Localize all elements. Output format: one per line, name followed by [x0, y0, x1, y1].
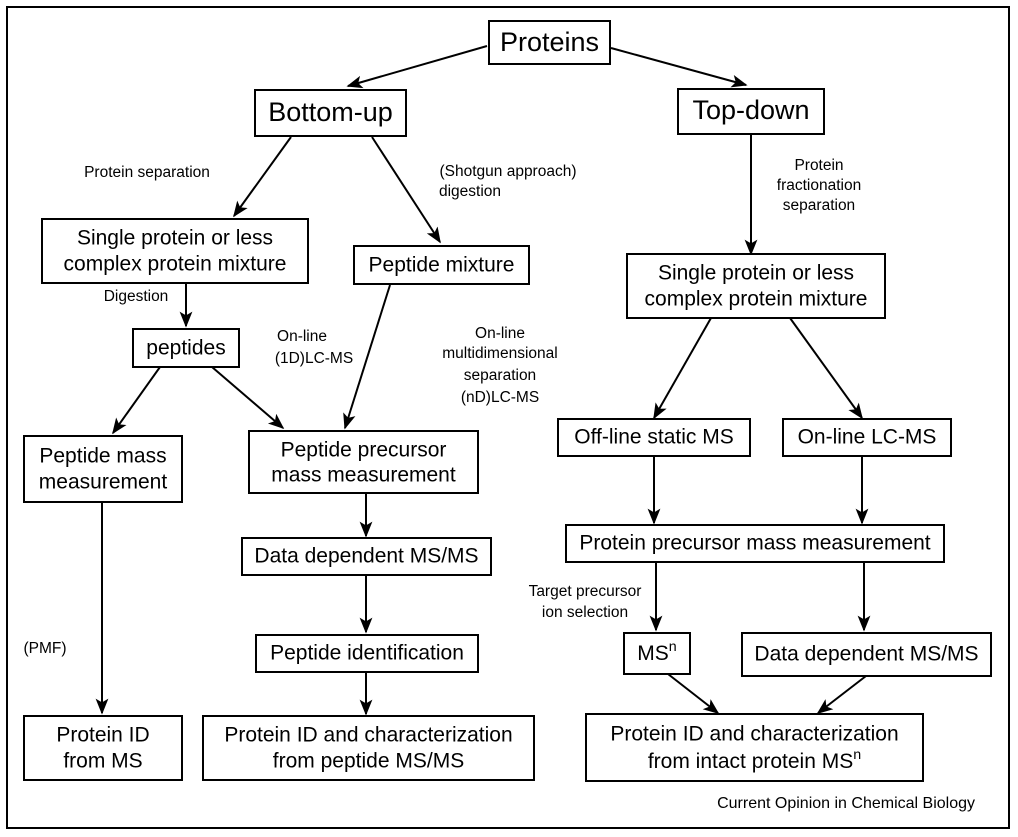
edge-label-pmf: (PMF): [23, 640, 66, 657]
node-single-protein-right-line1: Single protein or less: [658, 262, 854, 285]
edge-peptides-to-peptide-precursor: [211, 366, 285, 430]
figure-source-caption: Current Opinion in Chemical Biology: [717, 795, 975, 812]
node-peptide-mixture-label: Peptide mixture: [369, 254, 515, 277]
edge-label-fractionation-line2: fractionation: [777, 177, 861, 194]
edge-label-online-1d-line1: On-line: [277, 328, 327, 345]
edge-label-shotgun-line2: digestion: [439, 183, 501, 200]
edge-label-online-nd-line3: separation: [464, 367, 536, 384]
node-protein-id-intact-line1: Protein ID and characterization: [610, 723, 898, 746]
node-protein-precursor-label: Protein precursor mass measurement: [579, 532, 930, 555]
node-online-lcms-label: On-line LC-MS: [798, 426, 937, 449]
edge-msn-to-protein-id-intact: [667, 673, 720, 714]
node-peptide-mass-measurement[interactable]: Peptide mass measurement: [23, 435, 183, 503]
edge-single-protein-right-to-offline: [653, 317, 712, 420]
node-protein-id-from-ms-line1: Protein ID: [56, 724, 149, 747]
edge-peptides-to-peptide-mass: [112, 366, 161, 435]
edge-label-fractionation-line3: separation: [783, 197, 855, 214]
node-msn-superscript: n: [669, 639, 677, 655]
node-data-dependent-right[interactable]: Data dependent MS/MS: [741, 632, 992, 677]
node-data-dependent-right-label: Data dependent MS/MS: [754, 643, 978, 666]
node-protein-id-intact-line2-base: from intact protein MS: [648, 750, 853, 773]
edge-data-dependent-right-to-protein-id-intact: [816, 675, 867, 714]
edge-label-online-nd-line4: (nD)LC-MS: [461, 389, 539, 406]
node-peptide-identification-label: Peptide identification: [270, 642, 464, 665]
node-peptide-precursor-line1: Peptide precursor: [281, 439, 447, 462]
node-proteins[interactable]: Proteins: [488, 20, 611, 65]
node-peptide-mass-line1: Peptide mass: [39, 445, 166, 468]
figure-border: [6, 6, 1010, 829]
node-offline-static-ms[interactable]: Off-line static MS: [557, 418, 751, 457]
node-proteins-label: Proteins: [500, 27, 599, 57]
node-single-protein-left-line2: complex protein mixture: [64, 253, 287, 276]
node-offline-static-ms-label: Off-line static MS: [574, 426, 734, 449]
node-protein-id-peptide-line2: from peptide MS/MS: [273, 750, 464, 773]
node-single-protein-right-line2: complex protein mixture: [645, 288, 868, 311]
edge-label-online-1d-line2: (1D)LC-MS: [275, 350, 353, 367]
node-peptide-mass-line2: measurement: [39, 471, 168, 494]
node-bottom-up-label: Bottom-up: [268, 97, 393, 127]
edge-peptide-mixture-to-peptide-precursor: [343, 284, 391, 430]
node-peptide-mixture[interactable]: Peptide mixture: [353, 245, 530, 285]
node-msn[interactable]: MSn: [623, 632, 691, 675]
edge-label-target-precursor-line2: ion selection: [542, 604, 628, 621]
node-top-down-label: Top-down: [692, 95, 809, 125]
node-protein-id-peptide-line1: Protein ID and characterization: [224, 724, 512, 747]
node-peptide-precursor-mass[interactable]: Peptide precursor mass measurement: [248, 430, 479, 494]
edge-label-target-precursor-line1: Target precursor: [529, 583, 642, 600]
node-protein-id-peptide[interactable]: Protein ID and characterization from pep…: [202, 715, 535, 781]
node-protein-precursor-mass[interactable]: Protein precursor mass measurement: [565, 524, 945, 563]
edge-label-online-nd-line1: On-line: [475, 325, 525, 342]
node-single-protein-left[interactable]: Single protein or less complex protein m…: [41, 218, 309, 284]
node-msn-base: MS: [637, 642, 669, 665]
node-protein-id-intact-superscript: n: [853, 747, 861, 763]
node-single-protein-left-line1: Single protein or less: [77, 227, 273, 250]
node-protein-id-intact[interactable]: Protein ID and characterization from int…: [585, 713, 924, 782]
node-online-lcms[interactable]: On-line LC-MS: [782, 418, 952, 457]
node-top-down[interactable]: Top-down: [677, 88, 825, 135]
edge-proteins-to-bottom-up: [346, 45, 488, 89]
edge-bottomup-to-single-protein: [233, 136, 292, 218]
node-single-protein-right[interactable]: Single protein or less complex protein m…: [626, 253, 886, 319]
edge-label-online-nd-line2: multidimensional: [442, 345, 557, 362]
edge-single-protein-right-to-online: [789, 317, 863, 420]
edge-label-protein-separation: Protein separation: [84, 164, 210, 181]
edge-proteins-to-top-down: [610, 47, 748, 88]
node-protein-id-from-ms[interactable]: Protein ID from MS: [23, 715, 183, 781]
edge-label-digestion: Digestion: [104, 288, 169, 305]
node-data-dependent-left-label: Data dependent MS/MS: [254, 545, 478, 568]
edge-label-shotgun-line1: (Shotgun approach): [439, 163, 576, 180]
edge-bottomup-to-peptide-mixture: [371, 136, 441, 244]
node-peptides[interactable]: peptides: [132, 328, 240, 368]
node-protein-id-intact-line2: from intact protein MSn: [648, 747, 861, 773]
node-data-dependent-left[interactable]: Data dependent MS/MS: [241, 537, 492, 576]
node-bottom-up[interactable]: Bottom-up: [254, 89, 407, 137]
node-msn-label: MSn: [637, 639, 676, 665]
node-peptide-precursor-line2: mass measurement: [271, 464, 456, 487]
edge-label-fractionation-line1: Protein: [794, 157, 843, 174]
node-peptides-label: peptides: [146, 337, 225, 360]
node-peptide-identification[interactable]: Peptide identification: [255, 634, 479, 673]
node-protein-id-from-ms-line2: from MS: [63, 750, 142, 773]
